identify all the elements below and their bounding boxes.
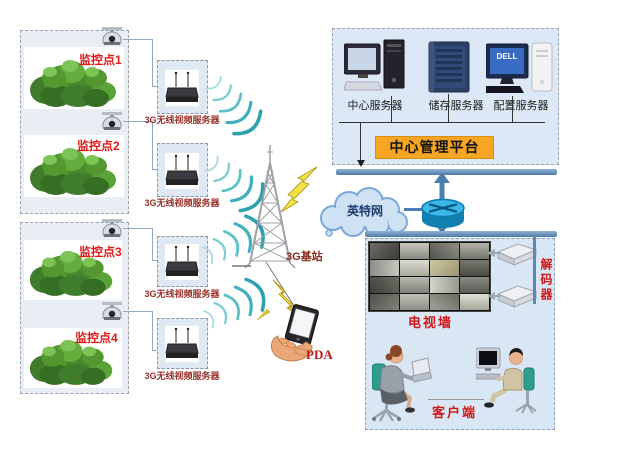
connector-line [152, 311, 153, 351]
wireless-server-label: 3G无线视频服务器 [144, 371, 220, 381]
config-server-icon: DELL [486, 42, 553, 93]
dome-camera-icon [102, 219, 122, 237]
tv-wall-cell [370, 243, 399, 259]
signal-waves-icon [203, 277, 266, 329]
platform-drop-line [448, 94, 449, 122]
client-underline [428, 399, 484, 400]
connector-line [152, 169, 161, 170]
tv-wall-cell [370, 260, 399, 276]
platform-banner: 中心管理平台 [375, 136, 494, 159]
dell-logo-text: DELL [497, 52, 518, 61]
wireless-server-label: 3G无线视频服务器 [144, 289, 220, 299]
cloud-router-link [404, 208, 426, 211]
wireless-server-icon [165, 153, 199, 189]
bush-image [30, 148, 116, 195]
tv-wall-cell [460, 243, 489, 259]
connector-line [123, 311, 153, 312]
tv-wall-cell [400, 294, 429, 310]
tv-wall-cell [370, 294, 399, 310]
decoder-icon [497, 285, 537, 308]
router-icon [421, 198, 465, 228]
tv-wall-cell [400, 277, 429, 293]
config-server-label: 配置服务器 [493, 100, 549, 112]
bush-image [30, 60, 116, 107]
pda-label: PDA [306, 347, 333, 362]
wireless-server-box [157, 236, 208, 287]
platform-bus-line [339, 122, 545, 123]
platform-drop-line [391, 96, 392, 122]
base-station-label: 3G基站 [286, 251, 323, 263]
wireless-server-label: 3G无线视频服务器 [144, 198, 220, 208]
wireless-server-icon [165, 244, 199, 280]
decoder-riser-line [533, 236, 536, 304]
storage-server-label: 储存服务器 [428, 100, 484, 112]
internet-cloud-icon [320, 187, 408, 237]
connector-line [152, 39, 153, 87]
site-label: 监控点1 [79, 53, 122, 67]
wireless-server-box [157, 143, 208, 197]
tv-wall-cell [460, 260, 489, 276]
site-label: 监控点3 [79, 245, 122, 259]
base-station-tower-icon [244, 145, 296, 269]
network-bar-top [336, 169, 557, 175]
site-label: 监控点4 [75, 331, 118, 345]
pda-icon [270, 304, 319, 362]
wireless-server-icon [165, 70, 199, 106]
tv-wall-cell [430, 294, 459, 310]
tv-wall-cell [400, 243, 429, 259]
connector-line [123, 228, 153, 229]
connector-line [152, 350, 161, 351]
tv-wall-cell [430, 260, 459, 276]
operator-woman [372, 345, 432, 422]
dome-camera-icon [102, 302, 122, 320]
network-bar-bottom [365, 231, 557, 237]
wireless-server-label: 3G无线视频服务器 [144, 115, 220, 125]
tv-wall-cell [430, 277, 459, 293]
tv-wall-cell [430, 243, 459, 259]
tv-wall-label: 电视墙 [408, 315, 454, 330]
decoder-label: 解码器 [539, 258, 553, 303]
tv-wall-cell [460, 277, 489, 293]
tv-wall [368, 241, 491, 312]
tv-wall-cell [370, 277, 399, 293]
storage-server-icon [428, 41, 470, 93]
connector-line [123, 121, 153, 122]
client-label: 客户端 [432, 405, 478, 420]
tv-wall-cell [460, 294, 489, 310]
tv-wall-cell [400, 260, 429, 276]
wireless-server-box [157, 60, 208, 114]
decoder-arrow [487, 292, 501, 300]
center-server-icon [344, 39, 405, 91]
connector-line [152, 228, 153, 261]
connector-line [123, 39, 153, 40]
connector-line [152, 260, 161, 261]
dome-camera-icon [102, 112, 122, 130]
connector-line [152, 121, 153, 170]
decoder-arrow [487, 249, 501, 257]
center-server-label: 中心服务器 [347, 100, 403, 112]
dome-camera-icon [102, 27, 122, 45]
platform-drop-line [512, 96, 513, 122]
signal-waves-icon [204, 155, 265, 213]
signal-waves-icon [205, 75, 263, 136]
platform-down-arrow [357, 160, 365, 167]
operator-man [476, 347, 536, 414]
connector-line [152, 86, 161, 87]
wireless-server-icon [165, 326, 199, 362]
internet-label: 英特网 [346, 204, 383, 218]
decoder-icon [497, 243, 537, 266]
platform-down-line [360, 122, 361, 162]
wireless-server-box [157, 318, 208, 369]
bush-image [29, 339, 113, 385]
bush-image [29, 250, 113, 296]
site-label: 监控点2 [77, 139, 120, 153]
